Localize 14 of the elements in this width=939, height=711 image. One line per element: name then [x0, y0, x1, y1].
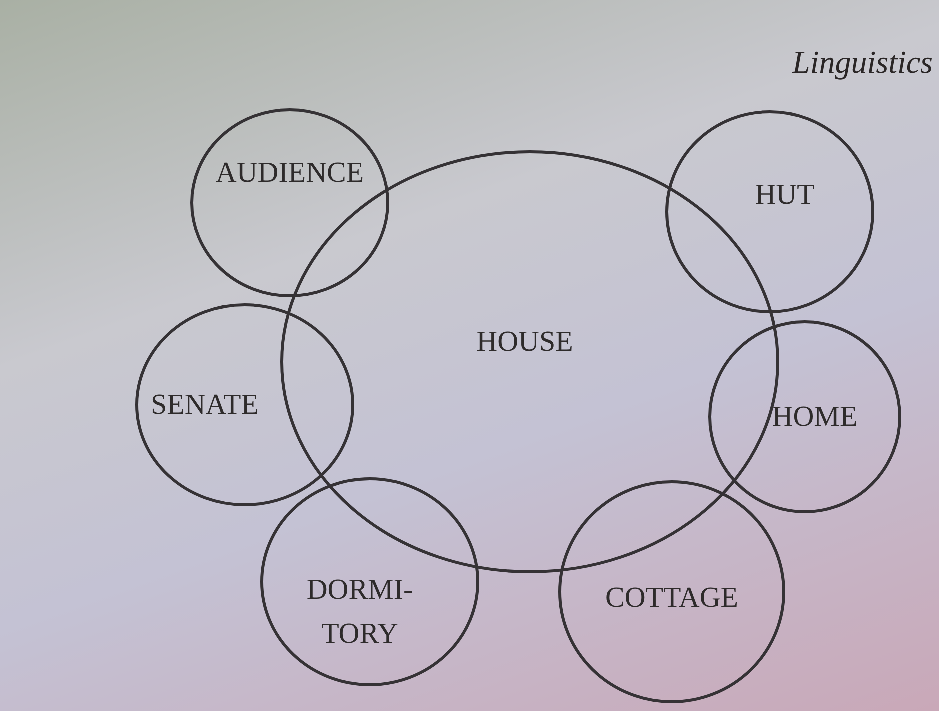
circle-label: HOME: [771, 400, 859, 435]
circle: [557, 479, 787, 705]
circle: [189, 107, 391, 299]
page-header: Linguistics: [792, 44, 933, 81]
circle-label: SENATE: [150, 388, 260, 423]
circle-label: COTTAGE: [604, 581, 740, 616]
circle: [664, 109, 876, 315]
circle: [707, 319, 903, 515]
circle-label: HOUSE: [476, 325, 574, 360]
circle: [259, 476, 481, 688]
circle-label: AUDIENCE: [214, 156, 366, 191]
circle-label: HUT: [754, 178, 816, 213]
circle-label: DORMI- TORY: [306, 573, 414, 652]
circle: [134, 302, 356, 508]
